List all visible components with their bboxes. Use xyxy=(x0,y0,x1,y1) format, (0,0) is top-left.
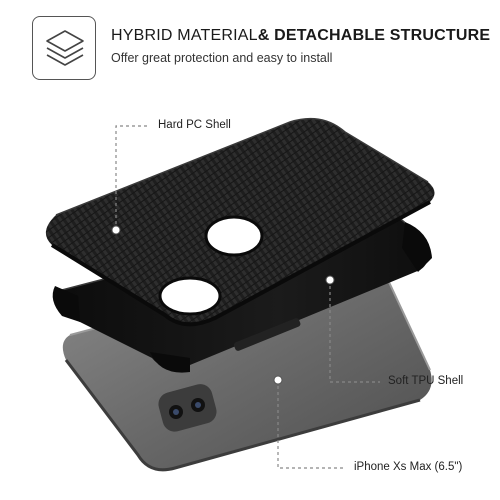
callout-dots xyxy=(111,225,335,385)
title-part-2: & DETACHABLE STRUCTURE xyxy=(257,27,491,44)
hard-pc-shell-label: Hard PC Shell xyxy=(158,119,231,131)
phone-camera xyxy=(158,384,217,432)
page-subtitle: Offer great protection and easy to insta… xyxy=(111,51,333,65)
callout-leaders xyxy=(115,125,380,469)
layers-icon xyxy=(32,16,96,80)
pc-shell xyxy=(45,117,435,327)
page-title: HYBRID MATERIAL& DETACHABLE STRUCTURE xyxy=(111,27,490,45)
title-part-1: HYBRID MATERIAL xyxy=(111,27,258,44)
phone-model-label: iPhone Xs Max (6.5") xyxy=(354,461,463,473)
soft-tpu-shell-label: Soft TPU Shell xyxy=(388,375,464,387)
